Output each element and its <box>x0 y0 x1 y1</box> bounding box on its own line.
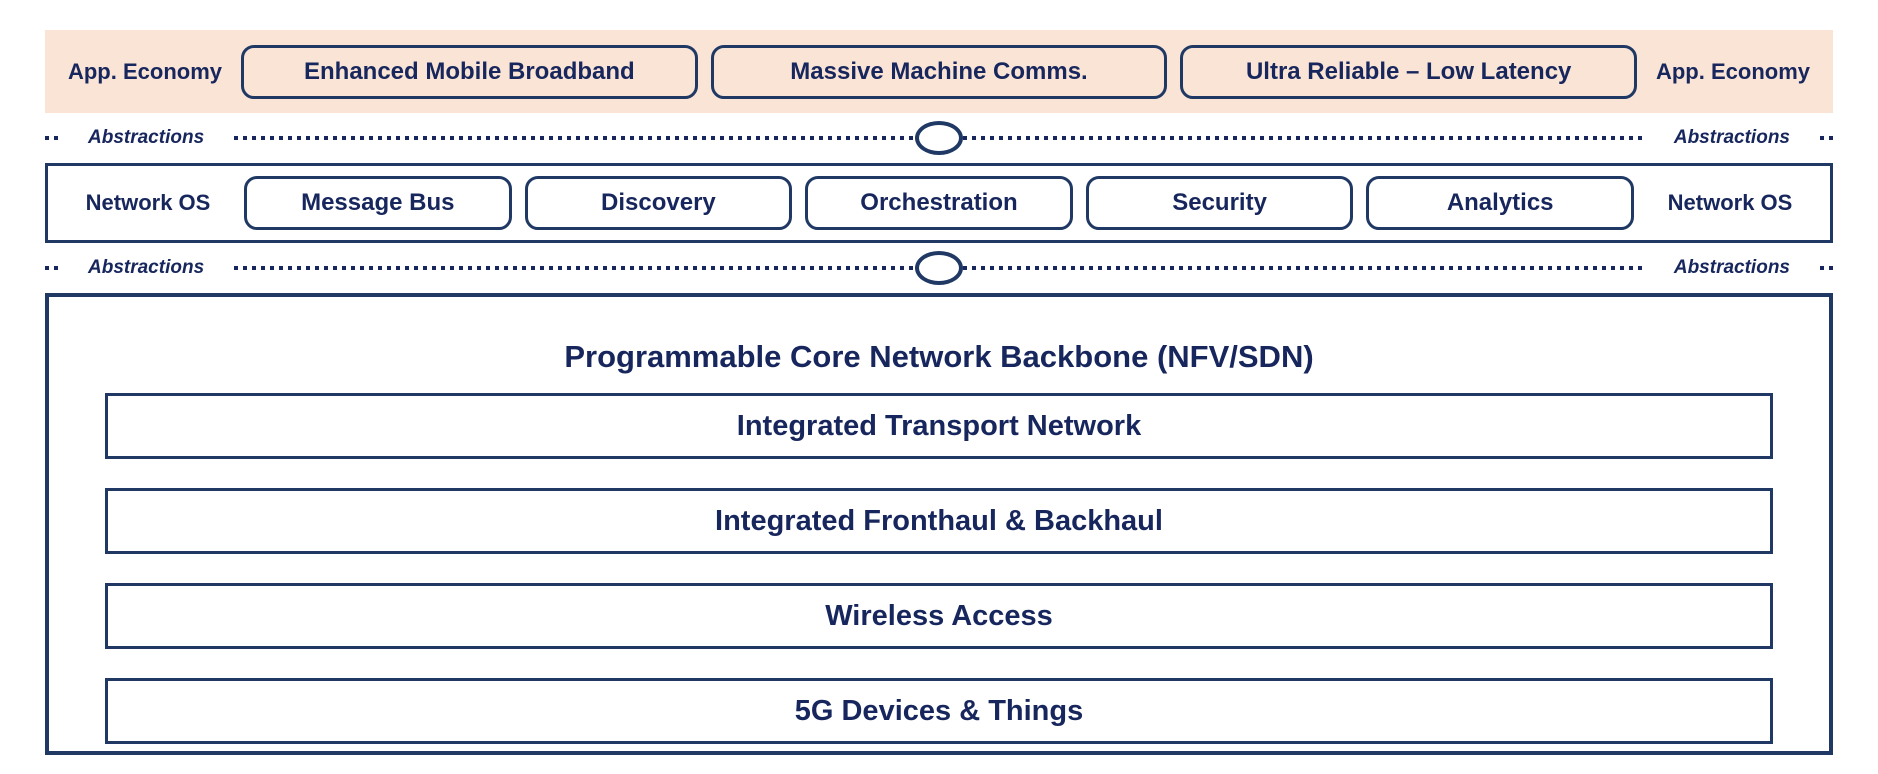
app-economy-label-right: App. Economy <box>1655 58 1810 84</box>
app-economy-label-left: App. Economy <box>67 58 222 84</box>
node-massive-machine-comms: Massive Machine Comms. <box>710 44 1168 99</box>
node-message-bus: Message Bus <box>244 176 512 230</box>
app-economy-band: App. Economy Enhanced Mobile Broadband M… <box>45 30 1833 113</box>
network-os-label-right: Network OS <box>1667 190 1793 215</box>
abstractions-label-right: Abstractions <box>1673 127 1790 148</box>
dotted-edge-left <box>45 136 58 140</box>
abstraction-ellipse-icon <box>915 251 963 285</box>
layer-integrated-transport-network: Integrated Transport Network <box>105 393 1773 459</box>
dotted-edge-left <box>45 266 58 270</box>
core-network-layers: Integrated Transport Network Integrated … <box>105 393 1773 744</box>
abstractions-separator-top: Abstractions Abstractions <box>45 113 1833 163</box>
network-os-band: Network OS Message Bus Discovery Orchest… <box>45 163 1833 243</box>
abstractions-label-right: Abstractions <box>1673 257 1790 278</box>
app-economy-pills: Enhanced Mobile Broadband Massive Machin… <box>235 44 1643 99</box>
abstraction-ellipse-icon <box>915 121 963 155</box>
node-enhanced-mobile-broadband: Enhanced Mobile Broadband <box>241 44 698 99</box>
core-network-container: Programmable Core Network Backbone (NFV/… <box>45 293 1833 755</box>
abstractions-label-left: Abstractions <box>88 257 205 278</box>
dotted-edge-right <box>1820 136 1833 140</box>
abstractions-separator-bottom: Abstractions Abstractions <box>45 243 1833 293</box>
node-analytics: Analytics <box>1366 176 1634 230</box>
network-os-pills: Message Bus Discovery Orchestration Secu… <box>238 176 1640 230</box>
node-ultra-reliable-low-latency: Ultra Reliable – Low Latency <box>1180 44 1638 99</box>
layer-integrated-fronthaul-backhaul: Integrated Fronthaul & Backhaul <box>105 488 1773 554</box>
dotted-edge-right <box>1820 266 1833 270</box>
core-network-title: Programmable Core Network Backbone (NFV/… <box>564 339 1314 374</box>
abstractions-label-left: Abstractions <box>88 127 205 148</box>
layer-5g-devices-things: 5G Devices & Things <box>105 678 1773 744</box>
node-orchestration: Orchestration <box>805 176 1073 230</box>
node-discovery: Discovery <box>524 176 793 230</box>
node-security: Security <box>1085 176 1354 230</box>
layer-wireless-access: Wireless Access <box>105 583 1773 649</box>
network-os-label-left: Network OS <box>85 190 211 215</box>
